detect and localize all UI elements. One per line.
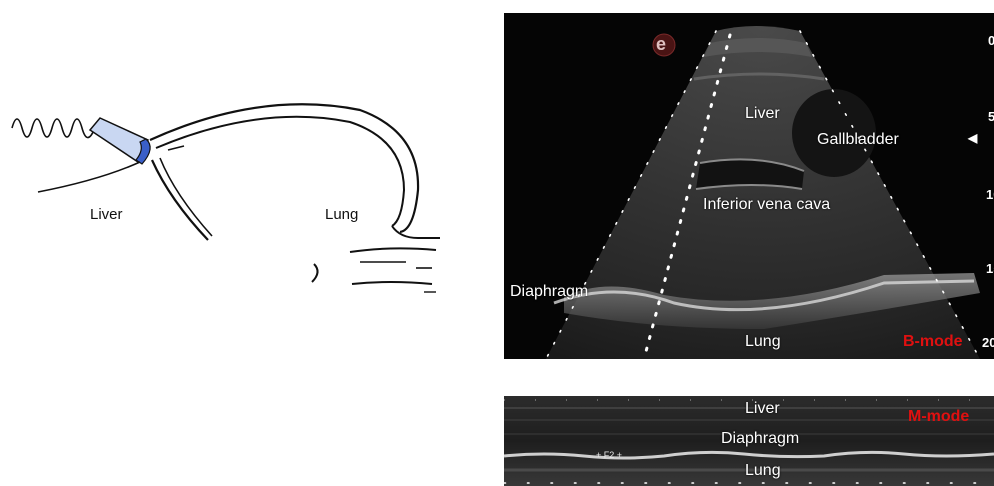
logo-icon: e	[656, 34, 666, 55]
depth-scale-15: 15	[986, 261, 994, 276]
depth-scale-10: 10	[986, 187, 994, 202]
caliper-marker: + F2 +	[596, 450, 622, 460]
bmode-label-liver: Liver	[745, 105, 780, 123]
bmode-mode-label: B-mode	[903, 333, 963, 351]
bmode-scan	[504, 13, 994, 359]
focus-marker-icon: ◀	[968, 131, 977, 145]
bmode-image: e Liver Gallbladder Inferior vena cava D…	[504, 13, 994, 359]
small-curve	[312, 264, 318, 282]
crus-line-1	[152, 160, 208, 240]
bmode-label-diaphragm: Diaphragm	[510, 283, 588, 301]
vessel-line-1	[350, 248, 436, 252]
mmode-label-diaphragm: Diaphragm	[721, 430, 799, 448]
bmode-label-ivc: Inferior vena cava	[703, 196, 830, 214]
mmode-label-lung: Lung	[745, 462, 781, 480]
crus-line-3	[168, 146, 184, 150]
diagram-label-liver: Liver	[90, 206, 123, 223]
crus-line-2	[160, 158, 212, 236]
mmode-label-liver: Liver	[745, 400, 780, 418]
depth-scale-0: 0	[988, 33, 994, 48]
depth-scale-5: 5	[988, 109, 994, 124]
probe-cable	[12, 119, 94, 138]
mmode-mode-label: M-mode	[908, 408, 969, 426]
depth-scale-20: 20	[982, 335, 994, 350]
diaphragm-outer-arc	[150, 104, 418, 232]
mmode-image: + F2 + Liver Diaphragm Lung M-mode	[504, 396, 994, 486]
vessel-line-4	[352, 282, 432, 284]
skin-line	[38, 162, 140, 192]
bmode-label-gallbladder: Gallbladder	[817, 131, 899, 149]
probe-diagram	[0, 0, 480, 486]
lung-base-hook	[392, 226, 440, 238]
diaphragm-inner-arc	[156, 117, 404, 226]
bmode-label-lung: Lung	[745, 333, 781, 351]
diagram-label-lung: Lung	[325, 206, 358, 223]
